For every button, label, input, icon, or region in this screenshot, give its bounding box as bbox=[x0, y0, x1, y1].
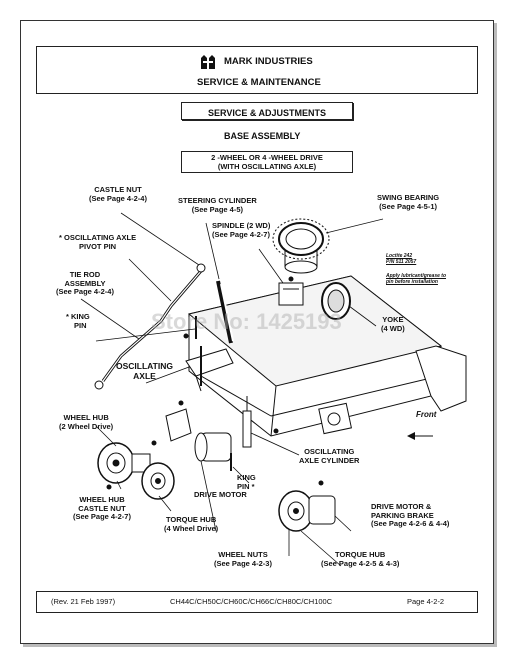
callout-steering-cylinder: STEERING CYLINDER(See Page 4-5) bbox=[178, 196, 257, 214]
mark-logo-icon bbox=[201, 55, 215, 69]
company-name: MARK INDUSTRIES bbox=[224, 56, 313, 67]
callout-drive-motor: DRIVE MOTOR bbox=[194, 490, 247, 499]
assembly-title: BASE ASSEMBLY bbox=[224, 131, 301, 141]
callout-front: Front bbox=[416, 410, 437, 419]
drive-type-box: 2 -WHEEL OR 4 -WHEEL DRIVE (WITH OSCILLA… bbox=[181, 151, 353, 173]
base-assembly-diagram bbox=[80, 212, 467, 567]
oscillating-axle bbox=[185, 348, 234, 377]
drive-motor-brake bbox=[308, 495, 336, 525]
header-subtitle: SERVICE & MAINTENANCE bbox=[197, 77, 321, 88]
axle-cylinder bbox=[242, 410, 252, 448]
callout-drive-motor-brake: DRIVE MOTOR &PARKING BRAKE(See Page 4-2-… bbox=[371, 502, 450, 528]
drive-type-line2: (WITH OSCILLATING AXLE) bbox=[217, 162, 317, 171]
callout-torque-hub: TORQUE HUB(See Page 4-2-5 & 4-3) bbox=[321, 550, 400, 568]
callout-swing-bearing: SWING BEARING(See Page 4-5-1) bbox=[377, 193, 440, 211]
callout-spindle: SPINDLE (2 WD)(See Page 4-2-7) bbox=[212, 221, 271, 239]
steering-cylinder bbox=[216, 280, 233, 344]
callout-wheel-nuts: WHEEL NUTS(See Page 4-2-3) bbox=[214, 550, 272, 568]
callout-wheel-hub-2wd: WHEEL HUB(2 Wheel Drive) bbox=[59, 413, 114, 431]
drive-type-line1: 2 -WHEEL OR 4 -WHEEL DRIVE bbox=[211, 153, 323, 162]
section-title: SERVICE & ADJUSTMENTS bbox=[207, 108, 327, 118]
footer-models: CH44C/CH50C/CH60C/CH66C/CH80C/CH100C bbox=[170, 597, 333, 606]
header-box: MARK INDUSTRIES SERVICE & MAINTENANCE bbox=[36, 46, 478, 94]
footer-box: (Rev. 21 Feb 1997) CH44C/CH50C/CH60C/CH6… bbox=[36, 591, 478, 613]
section-title-box: SERVICE & ADJUSTMENTS bbox=[181, 102, 353, 120]
manual-page: MARK INDUSTRIES SERVICE & MAINTENANCE SE… bbox=[20, 20, 494, 644]
front-arrow-icon bbox=[407, 432, 433, 440]
chassis-front-beam bbox=[415, 345, 467, 412]
footer-page-number: Page 4-2-2 bbox=[407, 597, 445, 606]
spindle bbox=[278, 282, 304, 306]
footer-revision: (Rev. 21 Feb 1997) bbox=[51, 597, 116, 606]
callout-yoke: YOKE(4 WD) bbox=[381, 315, 405, 333]
callout-torque-hub-4wd: TORQUE HUB(4 Wheel Drive) bbox=[164, 515, 219, 533]
watermark-text: Store No: 1425193 bbox=[151, 309, 342, 334]
callout-castle-nut: CASTLE NUT(See Page 4-2-4) bbox=[89, 185, 147, 203]
